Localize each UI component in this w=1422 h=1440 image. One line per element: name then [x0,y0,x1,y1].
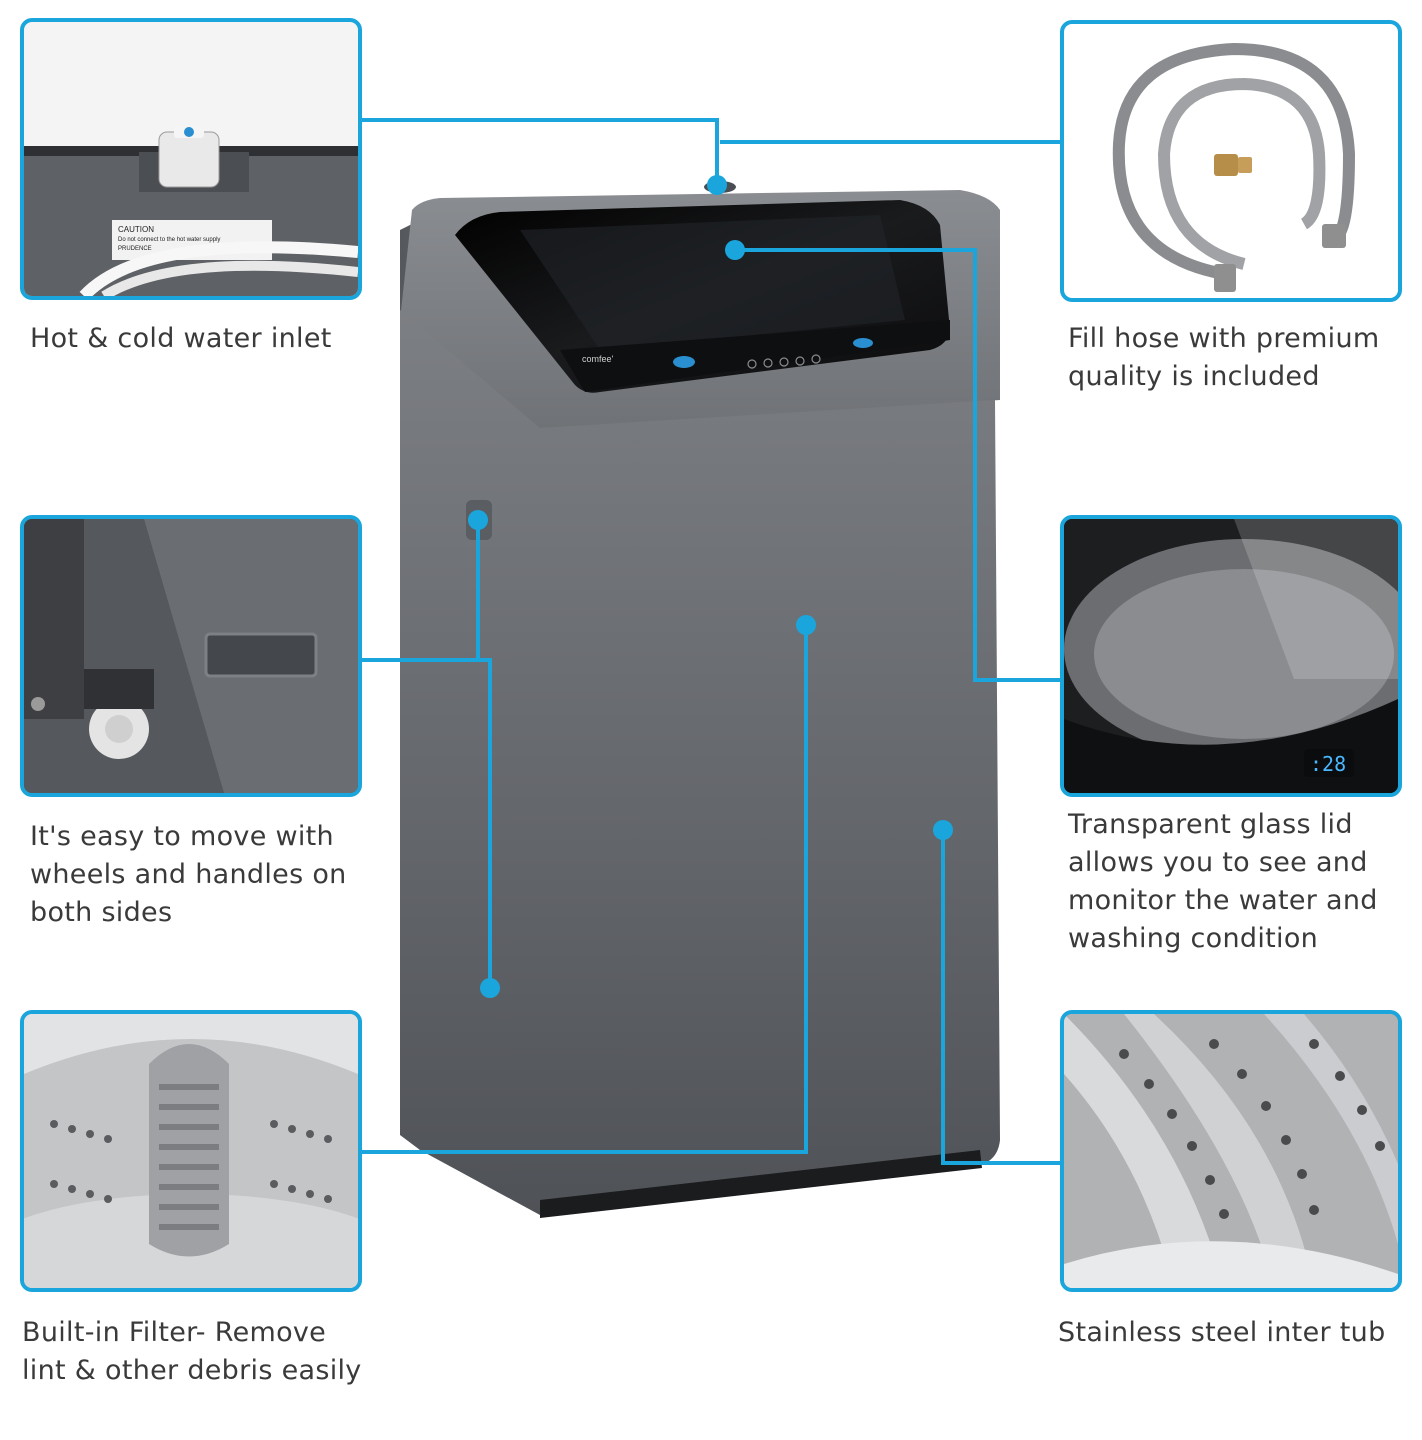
brand-logo: comfee' [582,354,614,364]
glass-lid-panel: :28 [1060,515,1402,797]
caption-fill-hose: Fill hose with premium quality is includ… [1068,323,1380,392]
hotspot-wheel [480,978,500,998]
steel-tub-panel [1060,1010,1402,1292]
lid-display: :28 [1310,752,1346,776]
hotspot-steel-tub [933,820,953,840]
hotspot-glass-lid [725,240,745,260]
caution-text-fr: PRUDENCE [118,246,152,252]
filter-panel [20,1010,362,1292]
hotspot-handle [468,510,488,530]
caption-wheels: It's easy to move with wheels and handle… [30,821,347,928]
wheels-panel [20,515,362,797]
steel-tub-icon [1064,1014,1398,1288]
caption-steel-tub: Stainless steel inter tub [1058,1317,1386,1348]
wheel-icon [24,519,358,793]
water-inlet-icon: CAUTION Do not connect to the hot water … [24,126,358,296]
hotspot-water-inlet [707,175,727,195]
hotspot-filter [796,615,816,635]
water-inlet-panel: CAUTION Do not connect to the hot water … [20,18,362,300]
caption-filter: Built-in Filter- Remove lint & other deb… [22,1317,362,1386]
caution-text: Do not connect to the hot water supply [118,237,220,243]
caption-water-inlet: Hot & cold water inlet [30,323,332,354]
caution-title: CAUTION [118,225,154,234]
hose-icon [1112,42,1356,292]
machine-front [400,310,1000,1215]
glass-lid-icon: :28 [1064,519,1398,793]
fill-hose-panel [1060,20,1402,302]
caption-glass-lid: Transparent glass lid allows you to see … [1068,809,1378,954]
filter-icon [24,1014,358,1288]
